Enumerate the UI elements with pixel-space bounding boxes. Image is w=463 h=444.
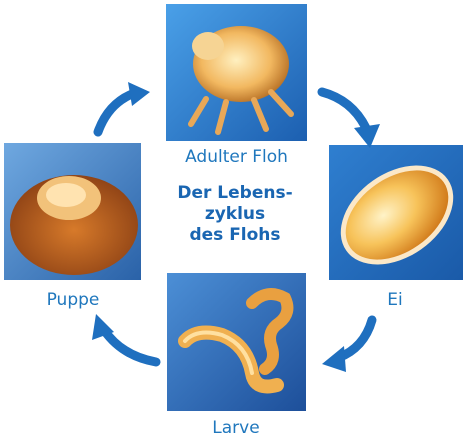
arrowhead-egg-to-larva — [322, 346, 346, 372]
arrowhead-adult-to-egg — [354, 124, 380, 148]
arrowhead-pupa-to-adult — [128, 82, 150, 106]
arrow-pupa-to-adult — [98, 94, 132, 132]
arrow-larva-to-pupa — [104, 330, 156, 362]
arrow-adult-to-egg — [322, 92, 366, 128]
